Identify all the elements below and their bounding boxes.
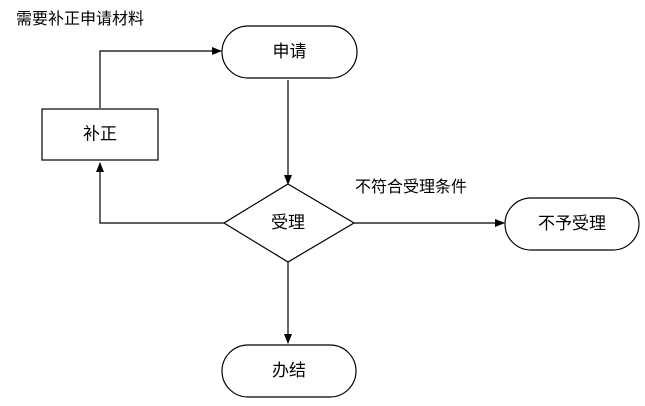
edge-supplement-to-apply [99, 47, 222, 108]
node-supplement-shape [41, 108, 159, 161]
node-complete-label: 办结 [272, 361, 306, 381]
node-complete: 办结 [221, 344, 357, 398]
edge-label-supplement-to-apply: 需要补正申请材料 [16, 9, 144, 28]
node-supplement: 补正 [41, 108, 159, 161]
node-apply: 申请 [221, 25, 358, 79]
node-accept: 受理 [222, 183, 356, 263]
node-reject: 不予受理 [504, 197, 640, 251]
node-reject-label: 不予受理 [538, 214, 606, 234]
edge-label-accept-to-reject: 不符合受理条件 [355, 177, 467, 196]
node-reject-shape [504, 197, 640, 251]
node-supplement-label: 补正 [83, 125, 117, 145]
node-accept-shape [222, 183, 356, 263]
node-apply-label: 申请 [273, 42, 307, 62]
node-accept-label: 受理 [271, 213, 305, 233]
node-complete-shape [221, 344, 357, 398]
edge-accept-to-supplement [96, 162, 224, 224]
node-apply-shape [221, 25, 358, 79]
